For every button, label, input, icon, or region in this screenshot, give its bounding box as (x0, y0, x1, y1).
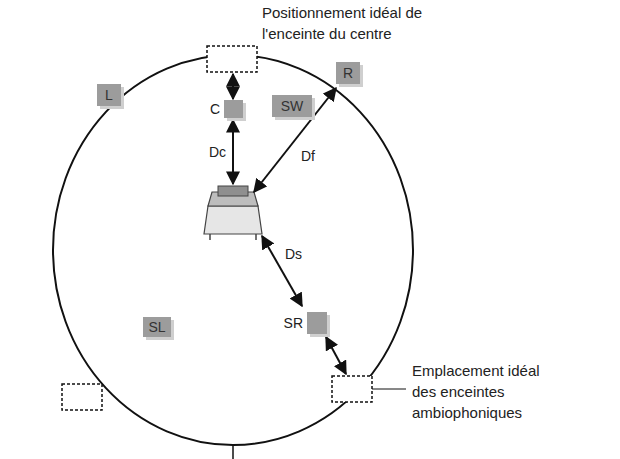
speaker-box: C (224, 100, 243, 118)
speaker-square (224, 100, 243, 118)
distance-label: Ds (284, 246, 303, 262)
ideal-center-position (207, 46, 257, 72)
leader-line (232, 445, 234, 459)
speaker-label: L (105, 88, 113, 102)
distance-arrow (254, 88, 336, 192)
callout-text: Positionnement idéal de l'enceinte du ce… (262, 2, 462, 44)
speaker-square (307, 312, 327, 334)
speaker-box: SR (307, 312, 327, 334)
ideal-surround-position (62, 384, 102, 410)
listening-circle (53, 55, 413, 445)
distance-label: Df (300, 148, 316, 164)
callout-text: Emplacement idéal des enceintes ambiopho… (412, 360, 562, 423)
listener-seat (204, 186, 262, 240)
speaker-box: R (336, 62, 360, 84)
speaker-label: R (343, 66, 353, 80)
distance-arrow (232, 74, 234, 99)
speaker-label: SW (281, 99, 304, 113)
distance-label: Dc (208, 144, 227, 160)
speaker-box: L (97, 84, 121, 106)
distance-arrow (232, 120, 234, 184)
ideal-surround-position (332, 376, 372, 402)
leader-line (372, 389, 406, 390)
subwoofer-box: SW (272, 95, 312, 117)
speaker-label: SL (148, 320, 165, 334)
speaker-box: SL (143, 317, 171, 337)
distance-arrow (326, 337, 346, 374)
speaker-label: SR (284, 316, 303, 330)
speaker-label: C (210, 102, 220, 116)
